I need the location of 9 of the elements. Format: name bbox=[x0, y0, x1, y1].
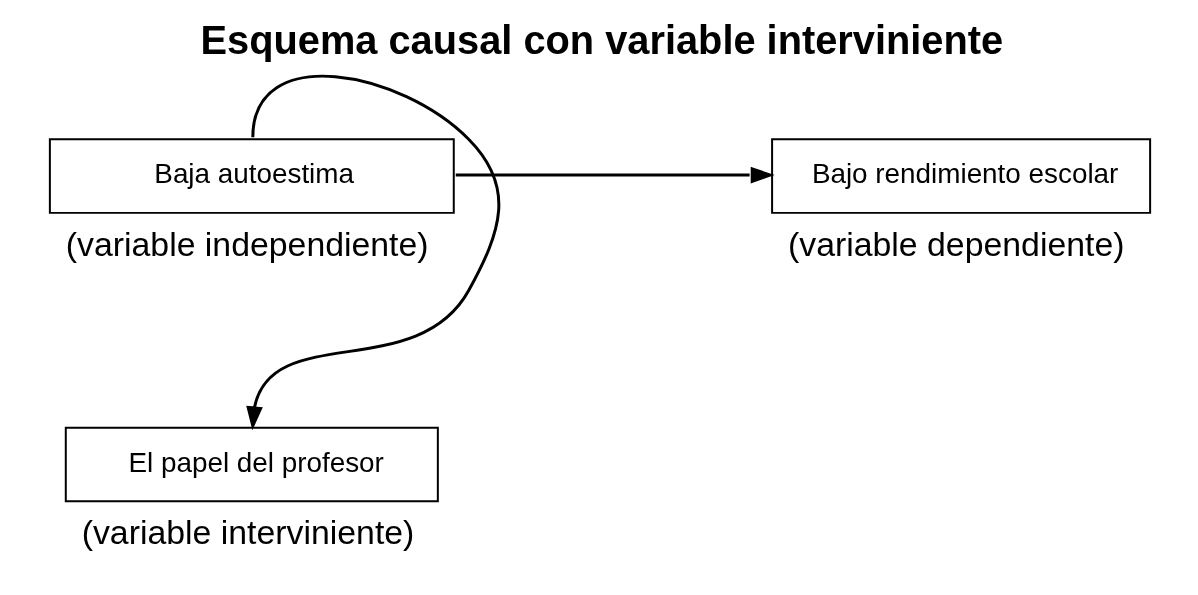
arrow bbox=[245, 75, 500, 431]
node-label: (variable independiente) bbox=[65, 224, 429, 263]
node-label: (variable interviniente) bbox=[81, 513, 414, 552]
arrow bbox=[455, 166, 775, 184]
node-label: (variable dependiente) bbox=[787, 224, 1124, 263]
node-box: El papel del profesor bbox=[64, 426, 439, 503]
diagram-title: Esquema causal con variable interviniente bbox=[200, 17, 1003, 62]
node-box: Baja autoestima bbox=[48, 138, 455, 214]
node-box: Bajo rendimiento escolar bbox=[770, 138, 1151, 214]
